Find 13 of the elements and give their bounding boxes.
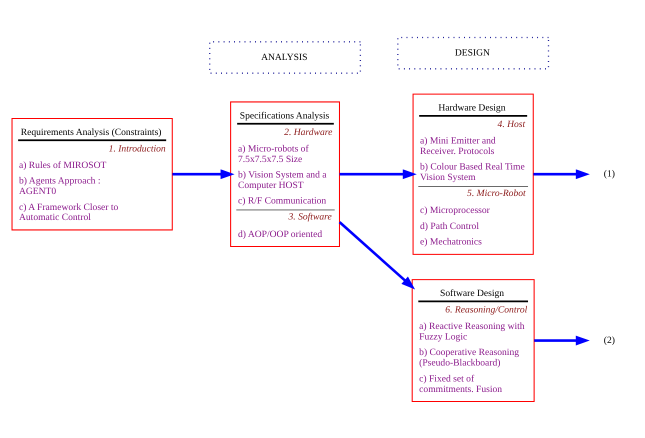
node-box: Software Design 6. Reasoning/Control a) Reactive Reasoning with Fuzzy Logic b) Cooperative Reasoning (Pseudo-Blackboard) c) Fixed set of commitments. Fusion [412,278,535,402]
arrow [340,168,417,179]
node-box: Requirements Analysis (Constraints) 1. Introduction a) Rules of MIROSOT b) Agents Approach : AGENT0 c) A Framework Closer to Automatic Control [12,117,173,230]
node-text: (1) [604,168,615,180]
arrow [172,168,235,179]
node-box: Hardware Design 4. Host a) Mini Emitter and Receiver. Protocols b) Colour Based Real Time Vision System 5. Micro-Robot c) Microprocessor d) Path Control e) Mechatronics [412,93,534,254]
node-box: Specifications Analysis 2. Hardware a) Micro-robots of 7.5x7.5x7.5 Size b) Vision System and a Computer HOST c) R/F Communication 3. Software d) AOP/OOP oriented [230,100,340,247]
arrow [533,168,590,179]
arrow [338,220,416,289]
node-text: (2) [604,334,615,346]
node-box: DESIGN [397,36,550,69]
arrow [534,335,590,345]
node-box: ANALYSIS [209,40,362,74]
